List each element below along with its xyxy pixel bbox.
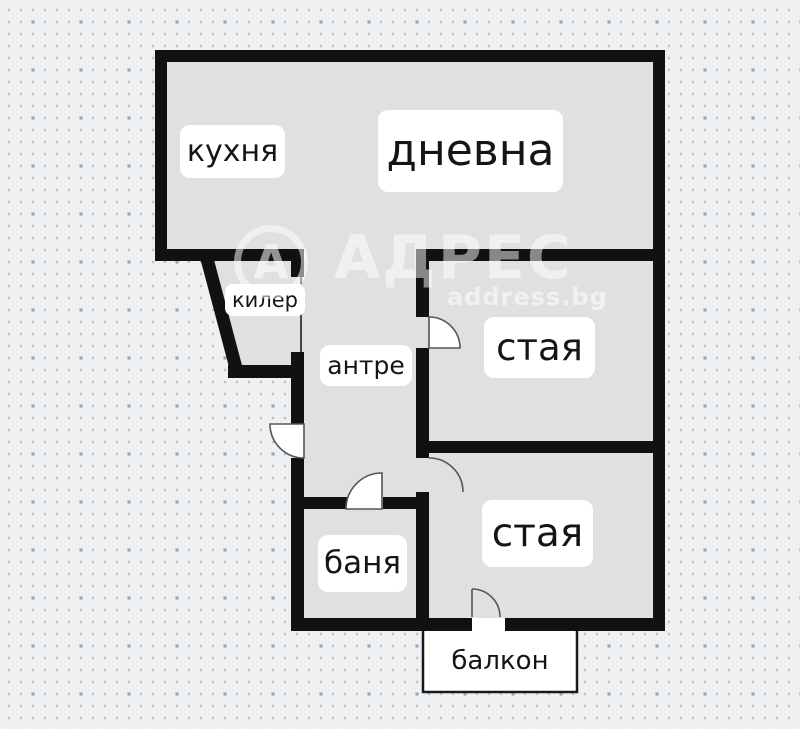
room-label-kitchen: кухня	[180, 125, 285, 178]
wall-closet-diagonal	[199, 253, 243, 370]
door-bottom-room-arc	[428, 457, 464, 493]
wall-right	[653, 50, 665, 631]
room-label-bottom-room: стая	[482, 500, 593, 567]
door-balcony-arc	[471, 588, 501, 618]
doors	[269, 316, 501, 618]
wall-rooms-divider	[416, 441, 665, 453]
wall-closet-right-stub	[291, 249, 304, 277]
wall-left-lower	[291, 458, 304, 631]
walls	[155, 50, 665, 631]
wall-bath-top-left	[291, 497, 347, 509]
wall-band-bottom-left	[155, 249, 304, 261]
wall-hall-left-upper	[291, 352, 304, 424]
door-gap-middle-room	[415, 317, 430, 348]
room-label-closet: килер	[225, 284, 305, 316]
balcony-door-gap	[472, 618, 505, 631]
room-label-bath: баня	[318, 535, 407, 592]
room-label-middle-room: стая	[484, 317, 595, 378]
door-middle-room	[428, 316, 461, 349]
wall-top	[155, 50, 665, 62]
wall-left-kitchen	[155, 50, 167, 261]
door-gap-bottom-room	[415, 458, 430, 492]
door-bath	[345, 472, 383, 510]
wall-divider-upper	[416, 249, 429, 317]
room-label-hall: антре	[320, 345, 412, 386]
balcony-outline	[421, 626, 579, 694]
wall-divider-middle	[416, 348, 429, 458]
wall-closet-bottom	[228, 365, 304, 378]
opening-hall-living	[306, 248, 416, 262]
room-label-balcony: балкон	[451, 646, 549, 676]
wall-band-bottom-right	[416, 249, 665, 261]
door-entrance	[269, 423, 305, 459]
wall-bath-right	[416, 492, 429, 631]
wall-bath-top-right	[383, 497, 429, 509]
room-label-living: дневна	[378, 110, 563, 192]
